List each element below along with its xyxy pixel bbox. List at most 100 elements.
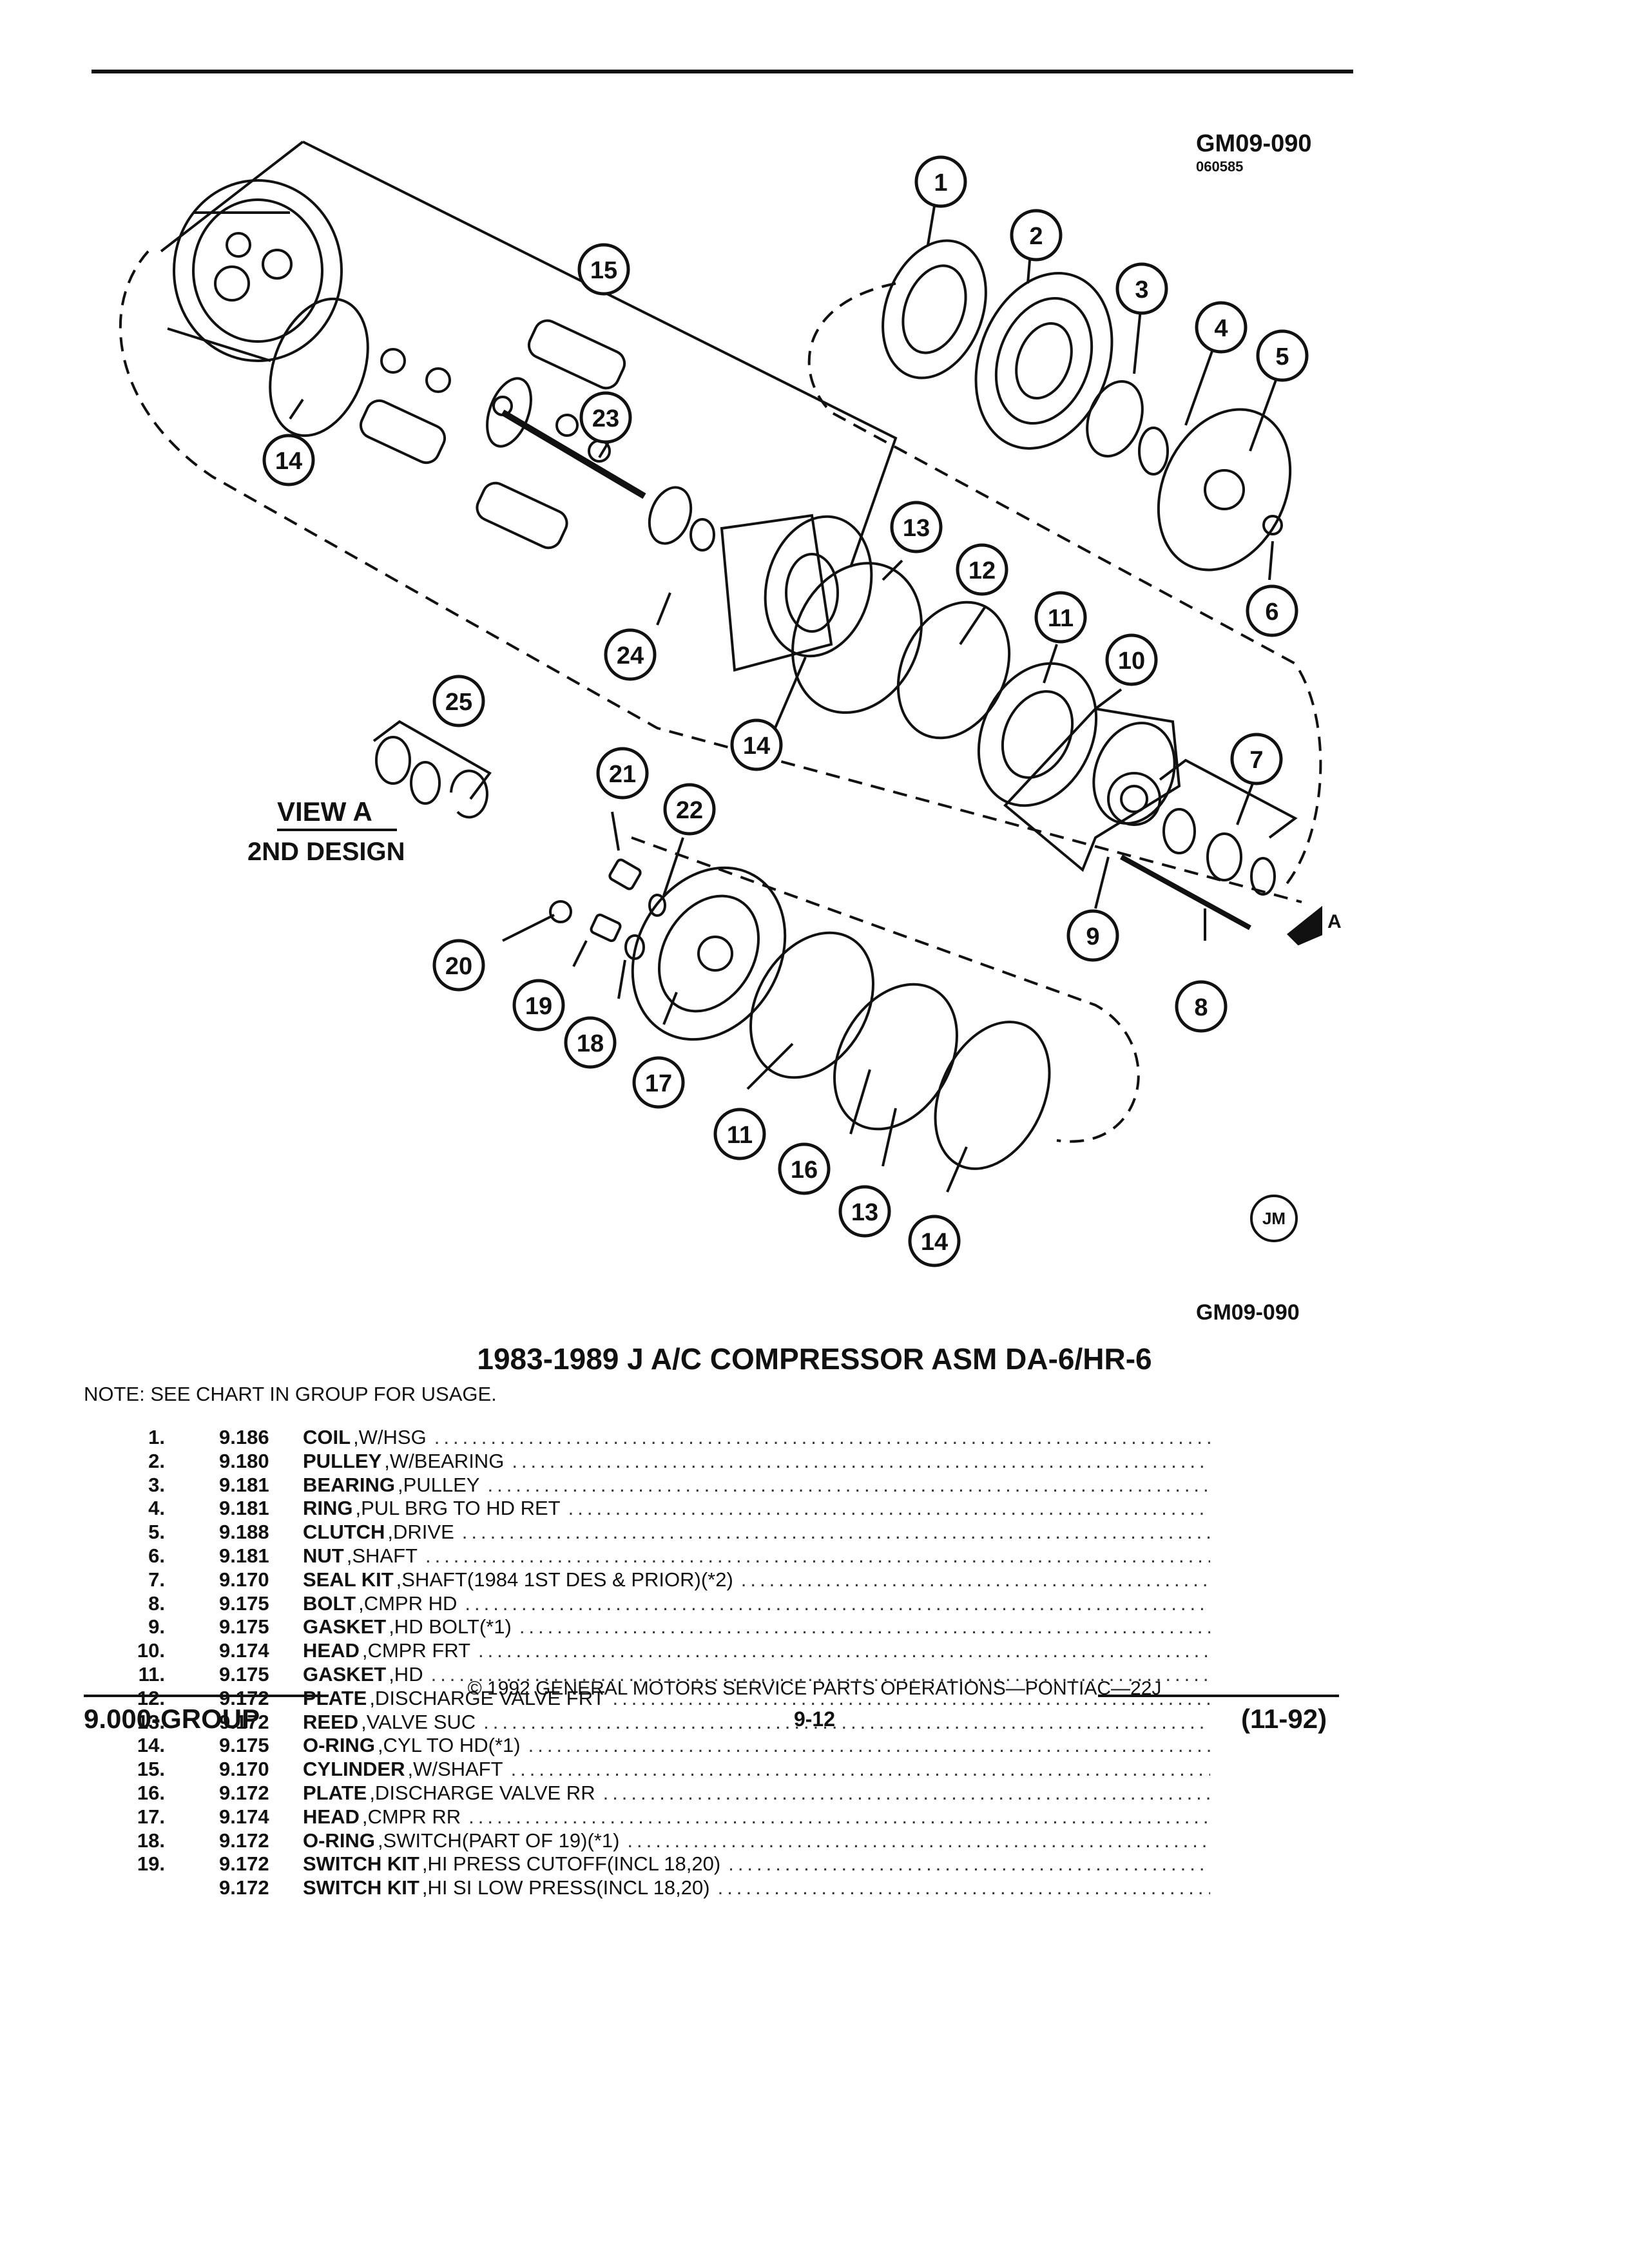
callout-14-rear: 14 — [921, 1229, 948, 1256]
part-name: CYLINDER — [303, 1758, 405, 1781]
item-number: 4. — [148, 1497, 165, 1520]
callout-2: 2 — [1029, 223, 1043, 250]
leader-dots: ........................................… — [740, 1568, 1210, 1591]
group-code: 9.181 — [219, 1497, 269, 1520]
callout-7: 7 — [1249, 747, 1263, 774]
item-number: 9. — [148, 1615, 165, 1639]
item-number: 15. — [137, 1758, 165, 1781]
leader-dots: ........................................… — [483, 1710, 1210, 1733]
callout-14: 14 — [743, 733, 770, 760]
part-name: BEARING — [303, 1473, 395, 1496]
callout-9: 9 — [1086, 923, 1099, 950]
figure-code-bottom: GM09-090 — [1196, 1300, 1300, 1325]
part-qualifier: ,W/BEARING — [384, 1449, 505, 1472]
group-code: 9.174 — [219, 1639, 269, 1662]
leader-dots: ........................................… — [627, 1829, 1210, 1852]
item-number: 19. — [137, 1852, 165, 1876]
item-number: 3. — [148, 1473, 165, 1496]
item-number: 6. — [148, 1544, 165, 1567]
clutch-drawing — [1157, 408, 1292, 572]
group-code: 9.181 — [219, 1544, 269, 1567]
part-qualifier: ,CMPR FRT — [361, 1639, 471, 1662]
group-code: 9.170 — [219, 1758, 269, 1781]
part-name: O-RING — [303, 1829, 375, 1852]
part-name: SEAL KIT — [303, 1568, 394, 1591]
group-code: 9.170 — [219, 1568, 269, 1591]
part-qualifier: ,DISCHARGE VALVE FRT — [369, 1686, 605, 1709]
part-name: GASKET — [303, 1662, 387, 1686]
cylinder-body-drawing — [720, 514, 873, 672]
leader-dots: ........................................… — [468, 1805, 1210, 1828]
leader-dots: ........................................… — [487, 1473, 1210, 1496]
item-number: 7. — [148, 1568, 165, 1591]
pulley-drawing — [974, 272, 1113, 450]
front-valve-plates-drawing — [791, 562, 1098, 807]
part-name: HEAD — [303, 1805, 360, 1828]
part-name: SWITCH KIT — [303, 1876, 419, 1899]
callout-1: 1 — [934, 169, 947, 197]
callout-13-rear: 13 — [851, 1199, 878, 1226]
part-name: RING — [303, 1497, 353, 1520]
view-a-arrow-drawing — [1287, 905, 1322, 946]
group-code: 9.172 — [219, 1710, 269, 1733]
part-qualifier: ,DRIVE — [387, 1521, 454, 1544]
leader-dots: ........................................… — [602, 1781, 1210, 1804]
assembly-outline-lower — [631, 836, 1140, 1143]
part-name: PULLEY — [303, 1449, 382, 1472]
callout-12: 12 — [969, 557, 996, 584]
group-code: 9.188 — [219, 1521, 269, 1544]
view-a-underline — [277, 829, 397, 831]
exploded-view-diagram: 1 2 3 4 5 6 7 8 9 10 11 12 13 14 15 16 1… — [119, 140, 1342, 1267]
callout-19: 19 — [525, 993, 552, 1020]
group-code: 9.172 — [219, 1852, 269, 1876]
footer-page-number: 9-12 — [793, 1707, 836, 1731]
part-name: SWITCH KIT — [303, 1852, 419, 1876]
bearing-drawing — [1086, 380, 1144, 458]
group-code: 9.172 — [219, 1781, 269, 1804]
group-code: 9.172 — [219, 1829, 269, 1852]
callout-5: 5 — [1275, 343, 1289, 370]
leader-dots: ........................................… — [528, 1734, 1210, 1757]
callout-17: 17 — [645, 1070, 672, 1097]
group-code: 9.186 — [219, 1426, 269, 1448]
leader-dots: ........................................… — [568, 1497, 1210, 1520]
callout-14-left: 14 — [275, 448, 302, 475]
usage-note: NOTE: SEE CHART IN GROUP FOR USAGE. — [84, 1383, 497, 1405]
group-code: 9.175 — [219, 1662, 269, 1686]
part-name: GASKET — [303, 1615, 387, 1639]
group-code: 9.180 — [219, 1449, 269, 1472]
item-number: 14. — [137, 1734, 165, 1757]
callout-24: 24 — [617, 642, 644, 669]
leader-dots: ........................................… — [612, 1686, 1210, 1709]
footer-rule-left — [84, 1695, 329, 1697]
view-a-arrow-label: A — [1327, 911, 1342, 932]
document-title: 1983-1989 J A/C COMPRESSOR ASM DA-6/HR-6 — [477, 1342, 1152, 1376]
callout-22: 22 — [676, 797, 703, 824]
callout-3: 3 — [1135, 276, 1148, 303]
switch-parts-drawing — [549, 858, 666, 960]
item-number: 18. — [137, 1829, 165, 1852]
leader-dots: ........................................… — [425, 1544, 1210, 1567]
part-qualifier: ,SHAFT(1984 1ST DES & PRIOR)(*2) — [396, 1568, 733, 1591]
leader-dots: ........................................… — [728, 1852, 1210, 1876]
footer-rule-right — [1098, 1695, 1339, 1697]
retaining-ring-drawing — [1138, 427, 1169, 476]
leader-dots: ........................................… — [461, 1521, 1210, 1544]
cylinder-bracket — [160, 140, 898, 568]
callout-20: 20 — [445, 953, 472, 980]
leader-dots: ........................................… — [519, 1615, 1210, 1639]
leader-dots: ........................................… — [430, 1662, 1210, 1686]
